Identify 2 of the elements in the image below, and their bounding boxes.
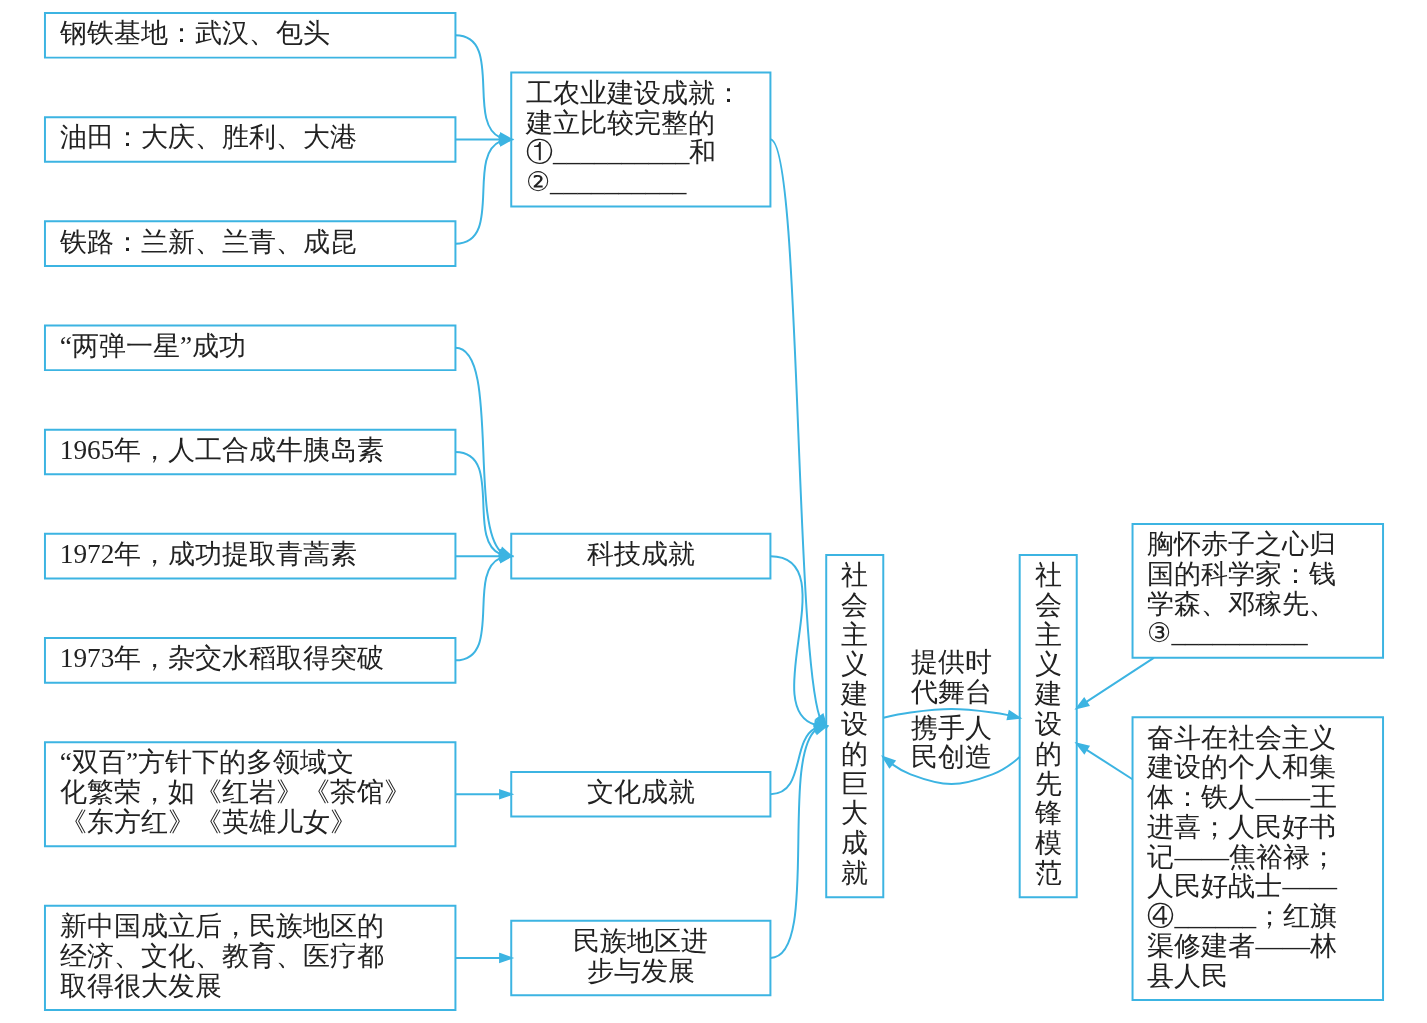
edge-label: 提供时代舞台 xyxy=(910,646,992,707)
edge-label: 携手人民创造 xyxy=(910,712,992,773)
